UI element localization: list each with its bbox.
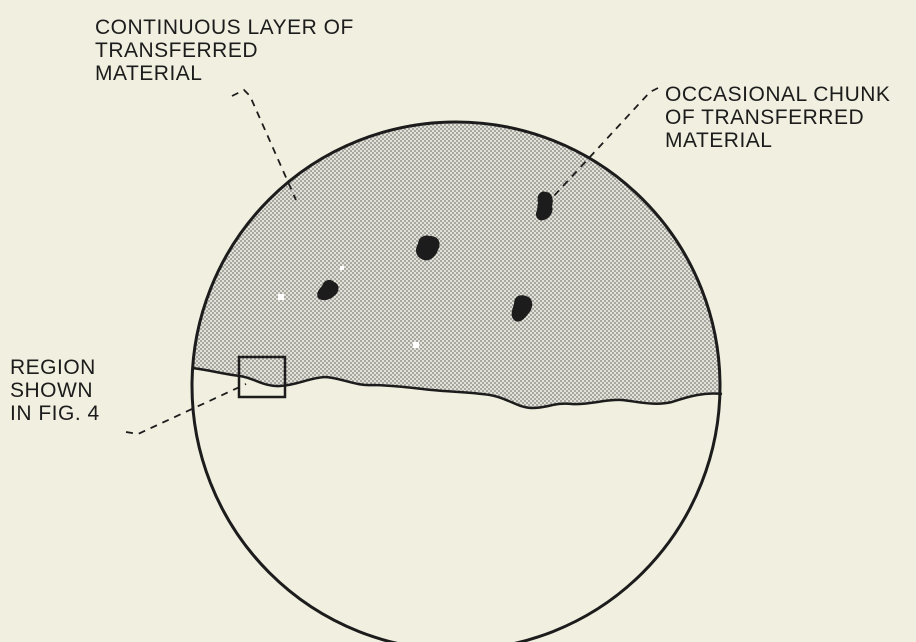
white-speck xyxy=(413,342,419,348)
label-continuous-layer-line3: MATERIAL xyxy=(95,62,354,85)
label-occasional-chunk-line2: OF TRANSFERRED xyxy=(665,106,890,129)
label-occasional-chunk-line3: MATERIAL xyxy=(665,129,890,152)
label-continuous-layer-line1: CONTINUOUS LAYER OF xyxy=(95,16,354,39)
leader-line-region xyxy=(126,384,246,434)
label-continuous-layer-line2: TRANSFERRED xyxy=(95,39,354,62)
label-occasional-chunk: OCCASIONAL CHUNK OF TRANSFERRED MATERIAL xyxy=(665,83,890,152)
label-region-shown: REGION SHOWN IN FIG. 4 xyxy=(10,356,100,425)
white-speck xyxy=(340,266,344,270)
label-region-line1: REGION xyxy=(10,356,100,379)
label-region-line3: IN FIG. 4 xyxy=(10,402,100,425)
label-region-line2: SHOWN xyxy=(10,379,100,402)
label-continuous-layer: CONTINUOUS LAYER OF TRANSFERRED MATERIAL xyxy=(95,16,354,85)
white-speck xyxy=(278,294,284,300)
label-occasional-chunk-line1: OCCASIONAL CHUNK xyxy=(665,83,890,106)
